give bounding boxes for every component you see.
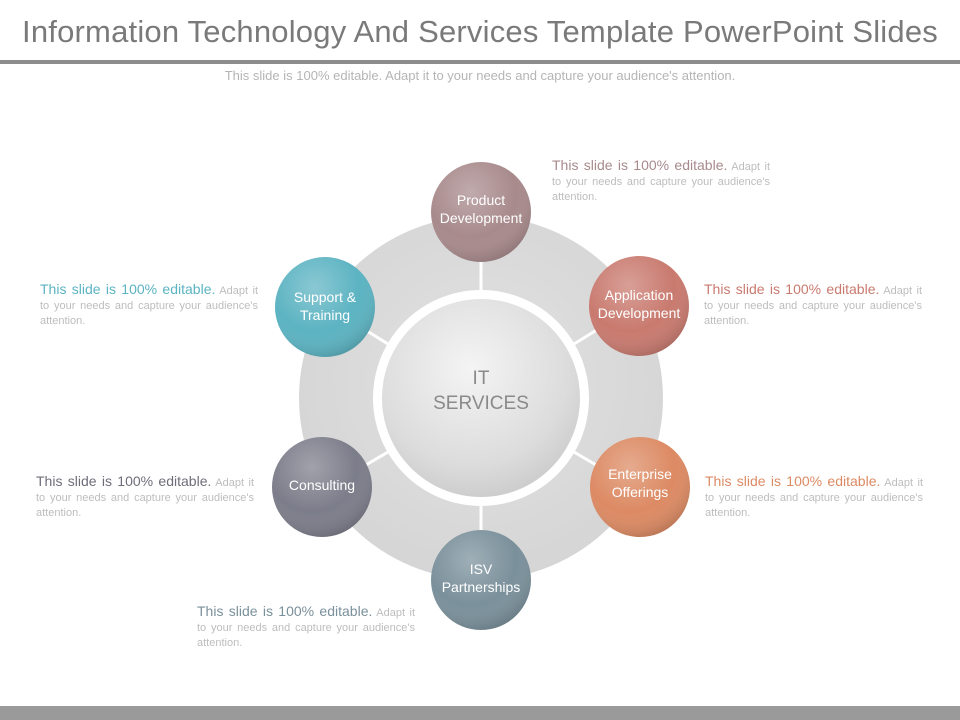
note-body: Adapt it to your needs and capture your … <box>552 161 770 203</box>
node-label-application: Application Development <box>589 286 689 322</box>
title-divider <box>0 60 960 64</box>
node-label-line1: ISV <box>469 561 493 577</box>
node-label-isv: ISV Partnerships <box>431 560 531 596</box>
node-label-line1: Application <box>604 287 674 303</box>
node-label-line1: Enterprise <box>608 466 672 482</box>
node-label-product: Product Development <box>431 191 531 227</box>
note-lead: This slide is 100% editable. <box>705 473 881 489</box>
note-body: Adapt it to your needs and capture your … <box>40 285 258 327</box>
note-enterprise: This slide is 100% editable. Adapt it to… <box>705 474 923 521</box>
note-lead: This slide is 100% editable. <box>197 603 373 619</box>
note-body: Adapt it to your needs and capture your … <box>197 607 415 649</box>
node-support <box>275 257 375 357</box>
footer-bar <box>0 706 960 720</box>
note-lead: This slide is 100% editable. <box>40 281 216 297</box>
node-product <box>431 162 531 262</box>
slide-subtitle: This slide is 100% editable. Adapt it to… <box>224 68 736 83</box>
node-label-consulting: Consulting <box>272 476 372 494</box>
node-label-line2: Development <box>439 210 523 226</box>
note-consulting: This slide is 100% editable. Adapt it to… <box>36 474 254 521</box>
center-label-line1: IT <box>472 368 490 389</box>
node-label-line1: Support & <box>293 289 357 305</box>
note-body: Adapt it to your needs and capture your … <box>704 285 922 327</box>
node-label-line2: Training <box>299 307 351 323</box>
note-body: Adapt it to your needs and capture your … <box>705 477 923 519</box>
node-label-line2: Partnerships <box>441 579 521 595</box>
node-enterprise <box>590 437 690 537</box>
center-label-line2: SERVICES <box>433 393 529 414</box>
node-label-enterprise: Enterprise Offerings <box>590 465 690 501</box>
node-consulting <box>272 437 372 537</box>
node-label-line2: Development <box>597 305 681 321</box>
center-label: IT SERVICES <box>421 366 541 416</box>
slide-title: Information Technology And Services Temp… <box>22 14 938 49</box>
node-label-line1: Product <box>456 192 506 208</box>
node-application <box>589 256 689 356</box>
node-isv <box>431 530 531 630</box>
node-label-line2: Offerings <box>611 484 669 500</box>
note-isv: This slide is 100% editable. Adapt it to… <box>197 604 415 651</box>
note-application: This slide is 100% editable. Adapt it to… <box>704 282 922 329</box>
note-lead: This slide is 100% editable. <box>36 473 212 489</box>
node-label-line1: Consulting <box>288 477 356 493</box>
note-lead: This slide is 100% editable. <box>552 157 728 173</box>
note-body: Adapt it to your needs and capture your … <box>36 477 254 519</box>
center-circle <box>382 299 580 497</box>
node-label-support: Support & Training <box>275 288 375 324</box>
note-support: This slide is 100% editable. Adapt it to… <box>40 282 258 329</box>
note-product: This slide is 100% editable. Adapt it to… <box>552 158 770 205</box>
note-lead: This slide is 100% editable. <box>704 281 880 297</box>
